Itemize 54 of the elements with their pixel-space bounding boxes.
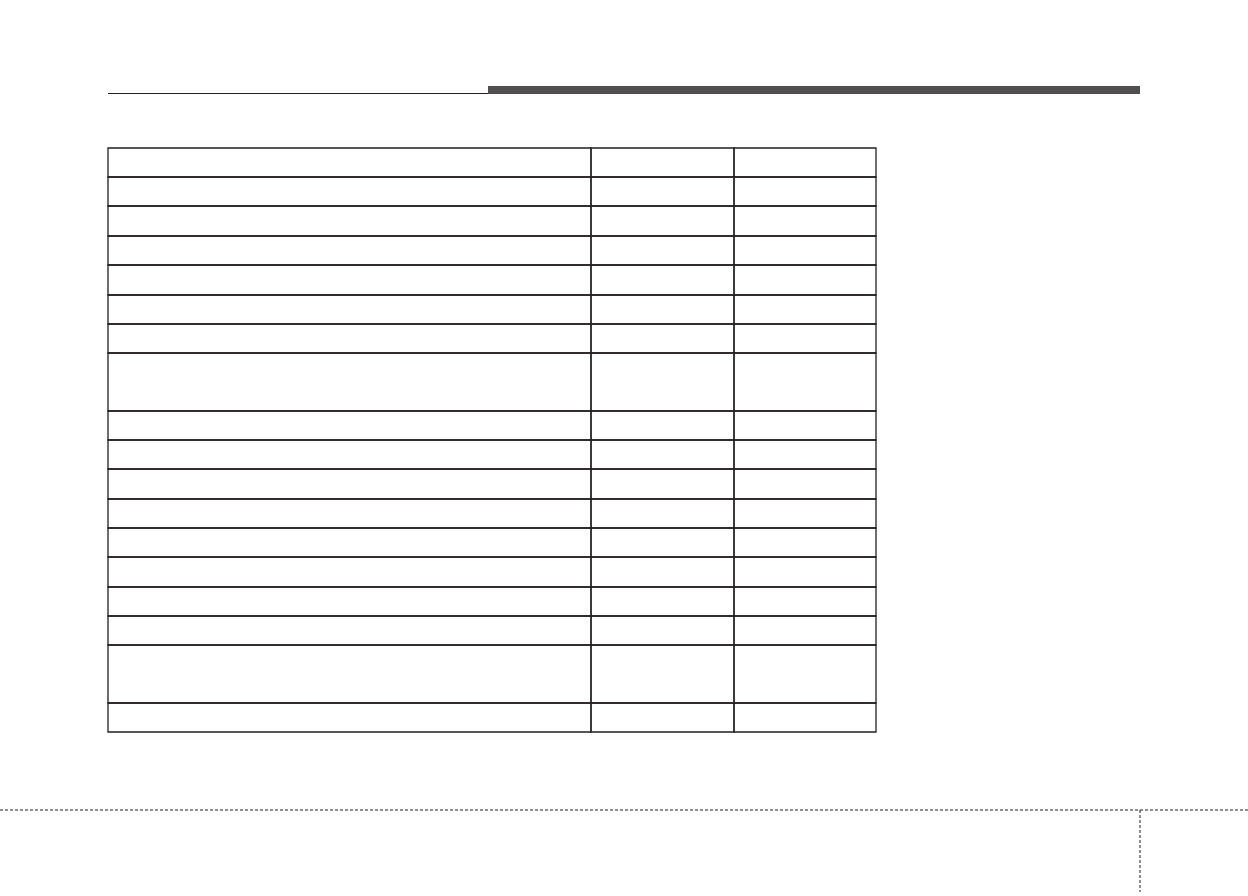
table-cell <box>733 352 877 412</box>
table-cell <box>107 205 592 237</box>
table-cell <box>590 323 735 354</box>
table-cell <box>733 644 877 704</box>
table-cell <box>590 527 735 558</box>
table-cell <box>733 702 877 733</box>
table-cell <box>107 586 592 617</box>
table-cell <box>590 702 735 733</box>
table-cell <box>590 294 735 325</box>
table-cell <box>590 556 735 588</box>
table-cell <box>590 615 735 646</box>
table-cell <box>733 556 877 588</box>
table-cell <box>107 527 592 558</box>
table-cell <box>107 556 592 588</box>
table-cell <box>107 264 592 296</box>
table-cell <box>590 468 735 500</box>
table-cell <box>107 439 592 470</box>
table-cell <box>590 147 735 178</box>
table-cell <box>590 586 735 617</box>
table-cell <box>590 264 735 296</box>
table-cell <box>107 294 592 325</box>
table-cell <box>107 644 592 704</box>
table-cell <box>733 294 877 325</box>
table-cell <box>590 352 735 412</box>
table-cell <box>733 439 877 470</box>
table-cell <box>733 498 877 529</box>
table-cell <box>107 352 592 412</box>
table-cell <box>107 615 592 646</box>
table-cell <box>733 235 877 266</box>
table-cell <box>107 235 592 266</box>
table-cell <box>590 439 735 470</box>
table-cell <box>733 176 877 207</box>
table-cell <box>590 644 735 704</box>
table-cell <box>733 205 877 237</box>
table-cell <box>590 176 735 207</box>
table-cell <box>733 615 877 646</box>
table-cell <box>590 205 735 237</box>
table-cell <box>107 468 592 500</box>
table-cell <box>733 468 877 500</box>
table-cell <box>590 498 735 529</box>
table-cell <box>107 176 592 207</box>
table-cell <box>733 586 877 617</box>
table-cell <box>733 527 877 558</box>
table-cell <box>590 235 735 266</box>
table-cell <box>733 410 877 441</box>
table-cell <box>733 147 877 178</box>
table-cell <box>733 323 877 354</box>
table-cell <box>107 498 592 529</box>
table-cell <box>107 410 592 441</box>
table-cell <box>107 323 592 354</box>
table-cell <box>107 147 592 178</box>
table-cell <box>107 702 592 733</box>
table-cell <box>590 410 735 441</box>
table-cell <box>733 264 877 296</box>
